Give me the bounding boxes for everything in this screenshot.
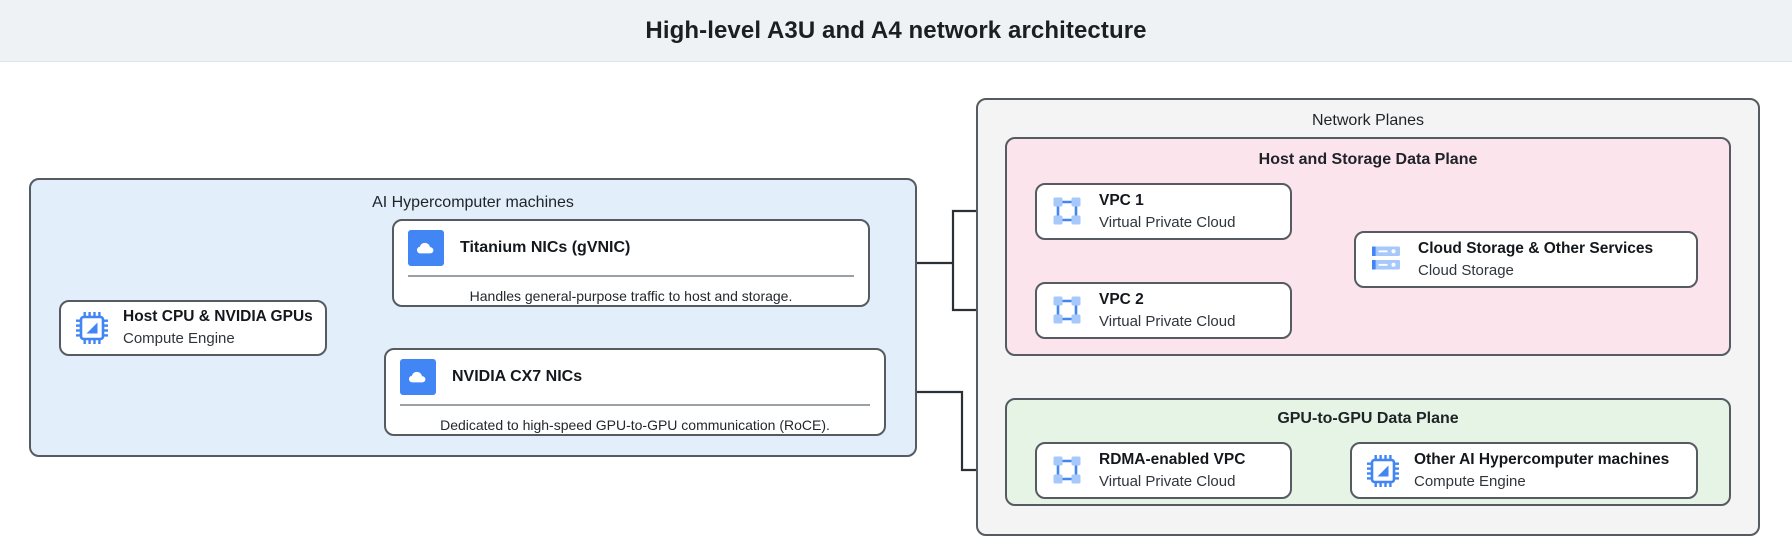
node-subtitle: Compute Engine [1414,472,1526,490]
page-title: High-level A3U and A4 network architectu… [645,17,1147,44]
node-vpc-2-text: VPC 2 Virtual Private Cloud [1099,290,1290,332]
node-subtitle: Virtual Private Cloud [1099,213,1236,231]
node-subtitle: Virtual Private Cloud [1099,312,1236,330]
card-nvidia-cx7-nics-title: NVIDIA CX7 NICs [452,368,583,385]
group-title-gpu-to-gpu-data-plane: GPU-to-GPU Data Plane [1277,410,1459,427]
group-title-network-planes: Network Planes [1311,112,1425,129]
node-subtitle: Virtual Private Cloud [1099,472,1236,490]
cloud-icon [408,230,444,266]
group-title-host-storage-data-plane: Host and Storage Data Plane [1258,151,1478,168]
node-vpc-1[interactable]: VPC 1 Virtual Private Cloud [1035,183,1292,240]
title-bar: High-level A3U and A4 network architectu… [0,0,1792,62]
card-nvidia-cx7-nics[interactable]: NVIDIA CX7 NICs Dedicated to high-speed … [384,348,886,436]
node-subtitle: Cloud Storage [1418,261,1514,279]
cloud-icon [400,359,436,395]
node-title: Other AI Hypercomputer machines [1414,450,1670,468]
card-titanium-nics-title: Titanium NICs (gVNIC) [460,239,631,256]
node-rdma-enabled-vpc[interactable]: RDMA-enabled VPC Virtual Private Cloud [1035,442,1292,499]
node-title: VPC 2 [1099,290,1144,308]
group-title-ai-hypercomputer-machines: AI Hypercomputer machines [372,194,574,211]
storage-icon [1370,243,1404,277]
card-titanium-nics-caption: Handles general-purpose traffic to host … [469,288,793,304]
vpc-icon [1051,195,1085,229]
cpu-chip-icon [1366,454,1400,488]
card-nvidia-cx7-nics-head: NVIDIA CX7 NICs [386,350,884,404]
card-titanium-nics[interactable]: Titanium NICs (gVNIC) Handles general-pu… [392,219,870,307]
node-title: Cloud Storage & Other Services [1418,239,1654,257]
cpu-chip-icon [75,311,109,345]
node-host-cpu-gpus-text: Host CPU & NVIDIA GPUs Compute Engine [123,307,325,349]
node-title: VPC 1 [1099,191,1144,209]
node-title: Host CPU & NVIDIA GPUs [123,308,313,325]
node-other-ai-hypercomputer-machines-text: Other AI Hypercomputer machines Compute … [1414,450,1696,492]
node-title: RDMA-enabled VPC [1099,450,1246,468]
node-rdma-enabled-vpc-text: RDMA-enabled VPC Virtual Private Cloud [1099,450,1290,492]
node-vpc-1-text: VPC 1 Virtual Private Cloud [1099,191,1290,233]
node-cloud-storage[interactable]: Cloud Storage & Other Services Cloud Sto… [1354,231,1698,288]
node-other-ai-hypercomputer-machines[interactable]: Other AI Hypercomputer machines Compute … [1350,442,1698,499]
card-divider [408,275,854,277]
vpc-icon [1051,454,1085,488]
node-cloud-storage-text: Cloud Storage & Other Services Cloud Sto… [1418,239,1696,281]
card-titanium-nics-head: Titanium NICs (gVNIC) [394,221,868,275]
node-subtitle: Compute Engine [123,330,235,347]
vpc-icon [1051,294,1085,328]
node-vpc-2[interactable]: VPC 2 Virtual Private Cloud [1035,282,1292,339]
card-divider [400,404,870,406]
node-host-cpu-gpus[interactable]: Host CPU & NVIDIA GPUs Compute Engine [59,300,327,356]
card-nvidia-cx7-nics-caption: Dedicated to high-speed GPU-to-GPU commu… [440,417,830,433]
